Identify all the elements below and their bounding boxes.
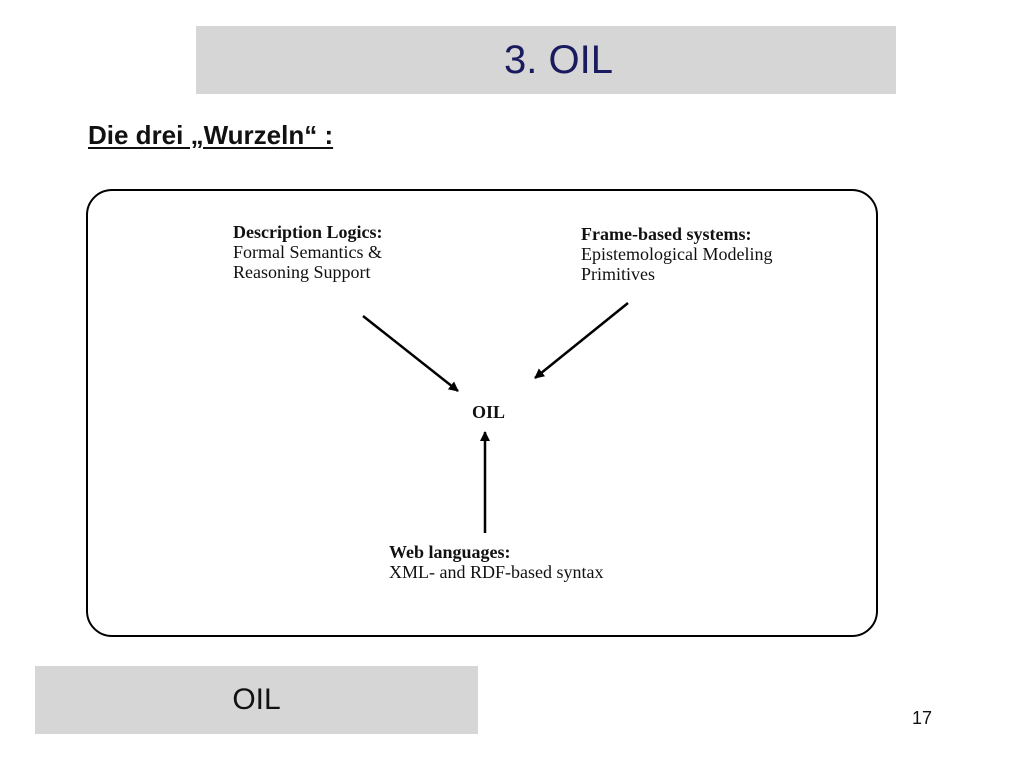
node-line: Epistemological Modeling — [581, 244, 773, 265]
arrow-description-logics — [362, 315, 459, 392]
node-oil-center: OIL — [472, 402, 506, 422]
node-line: XML- and RDF-based syntax — [389, 562, 604, 583]
node-line: Formal Semantics & — [233, 242, 382, 263]
node-heading: Frame-based systems: — [581, 224, 752, 244]
node-line: Reasoning Support — [233, 262, 371, 283]
node-web-languages: Web languages: XML- and RDF-based syntax — [389, 542, 603, 582]
arrow-frame-based — [534, 302, 629, 379]
slide-title: 3. OIL — [504, 37, 613, 82]
diagram-frame — [86, 189, 878, 637]
node-line: Primitives — [581, 264, 656, 285]
node-frame-based-systems: Frame-based systems: Epistemological Mod… — [581, 224, 772, 284]
title-bar: 3. OIL — [196, 26, 896, 94]
node-heading: Description Logics: — [233, 222, 383, 242]
node-description-logics: Description Logics: Formal Semantics & R… — [233, 222, 382, 282]
node-heading: Web languages: — [389, 542, 511, 562]
footer-bar: OIL — [35, 666, 478, 734]
footer-label: OIL — [232, 683, 281, 716]
page-number: 17 — [912, 708, 933, 728]
slide-subtitle: Die drei „Wurzeln“ : — [88, 120, 334, 150]
